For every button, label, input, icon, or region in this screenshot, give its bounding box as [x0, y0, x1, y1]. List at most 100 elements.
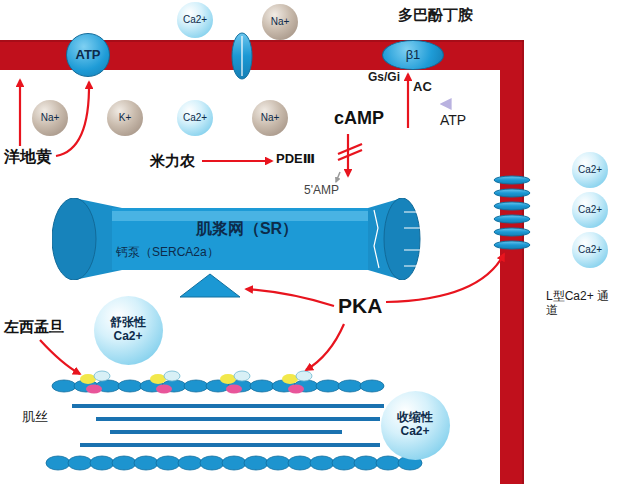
sr-part	[112, 211, 374, 221]
arrow	[306, 324, 344, 370]
troponin	[80, 371, 312, 394]
arrow	[202, 160, 272, 162]
thick-filaments	[72, 404, 384, 447]
channel-disc	[494, 202, 530, 210]
filament-rod	[96, 417, 380, 421]
sr-part	[112, 208, 374, 270]
filament-bead	[310, 456, 334, 470]
sr-part	[384, 198, 420, 280]
troponin-c	[80, 374, 96, 384]
node-text: Ca2+	[578, 204, 602, 216]
troponin-c	[220, 374, 236, 384]
ion-ball: Na+	[32, 100, 68, 136]
filament-bead	[52, 380, 76, 392]
filament-bead	[184, 380, 208, 392]
l-type-channel	[494, 176, 530, 249]
filament-bead	[360, 380, 384, 392]
membrane-edge	[523, 40, 524, 484]
arrow	[246, 289, 334, 306]
g-protein: Gs/Gi	[368, 71, 400, 85]
filament-bead	[46, 456, 70, 470]
ion-ball: K+	[107, 100, 143, 136]
node-text: Ca2+	[183, 14, 207, 26]
substrate-arrow	[442, 103, 486, 106]
filament-rod	[72, 404, 384, 408]
atpase-pump: ATP	[66, 33, 110, 77]
filament-rod	[110, 430, 342, 434]
filament-bead	[178, 456, 202, 470]
drug-name: 左西孟旦	[4, 318, 64, 335]
node-text: Na+	[271, 16, 290, 28]
filament-bead	[332, 456, 356, 470]
calcium-pool: 收缩性 Ca2+	[381, 391, 450, 460]
action-arrows	[20, 74, 504, 374]
channel-disc	[494, 215, 530, 223]
calcium-ion: Ca2+	[177, 2, 213, 38]
channel-disc	[494, 228, 530, 236]
channel-name: L型Ca2+ 通道	[546, 290, 610, 318]
troponin-c	[150, 374, 166, 384]
ion-channel-pore	[241, 36, 242, 76]
filament-bead	[134, 456, 158, 470]
sarcoplasmic-reticulum: 肌浆网（SR）钙泵（SERCA2a）	[52, 198, 422, 280]
troponin-t	[296, 371, 312, 381]
node-text: 收缩性 Ca2+	[390, 411, 440, 439]
channel-disc	[494, 189, 530, 197]
node-text: Na+	[261, 112, 280, 124]
filament-bead	[90, 456, 114, 470]
troponin-i	[156, 385, 172, 394]
channel-disc	[494, 241, 530, 249]
troponin-t	[164, 371, 180, 381]
sr-part	[404, 212, 420, 266]
product-name: 5'AMP	[304, 184, 339, 198]
filament-bead	[266, 456, 290, 470]
enzyme-name: PDEⅢ	[276, 152, 315, 167]
calcium-ion: Ca2+	[177, 100, 213, 136]
filament-bead	[200, 456, 224, 470]
filament-bead	[338, 380, 362, 392]
calcium-pool: 舒张性 Ca2+	[94, 296, 163, 365]
arrow	[40, 340, 80, 374]
troponin-t	[94, 371, 110, 381]
node-text: K+	[119, 112, 132, 124]
node-text: Ca2+	[578, 164, 602, 176]
pump-name: 钙泵（SERCA2a）	[52, 246, 422, 260]
arrow	[19, 80, 21, 146]
sr-part	[374, 210, 379, 268]
inhibition-bars	[338, 144, 362, 160]
filament-bead	[316, 380, 340, 392]
enzyme-name: AC	[413, 80, 432, 95]
filament-bead	[118, 380, 142, 392]
filament-bead	[250, 380, 274, 392]
messenger-name: cAMP	[334, 108, 384, 129]
calcium-ion: Ca2+	[572, 232, 608, 268]
sr-shape	[52, 198, 422, 280]
sr-part	[52, 198, 96, 280]
troponin-i	[226, 385, 242, 394]
part-name: 肌丝	[22, 410, 48, 425]
kinase-name: PKA	[338, 294, 382, 318]
filament-bead	[376, 456, 400, 470]
filament-bead	[222, 456, 246, 470]
beta1-receptor: β1	[382, 40, 444, 70]
calcium-ion: Ca2+	[572, 192, 608, 228]
substrate-name: ATP	[440, 112, 466, 128]
troponin-i	[288, 385, 304, 394]
drug-name: 米力农	[150, 152, 195, 169]
cell-membrane	[500, 40, 524, 484]
node-text: β1	[406, 48, 421, 63]
filament-bead	[288, 456, 312, 470]
node-text: 舒张性 Ca2+	[103, 316, 153, 344]
filament-bead	[68, 456, 92, 470]
troponin-t	[234, 371, 250, 381]
channel-disc	[494, 176, 530, 184]
ion-channel	[232, 33, 252, 79]
node-text: Ca2+	[578, 244, 602, 256]
node-text: Ca2+	[183, 112, 207, 124]
troponin-i	[86, 385, 102, 394]
arrow	[407, 74, 409, 128]
filament-bead	[244, 456, 268, 470]
filament-bead	[354, 456, 378, 470]
node-text: Na+	[41, 112, 60, 124]
